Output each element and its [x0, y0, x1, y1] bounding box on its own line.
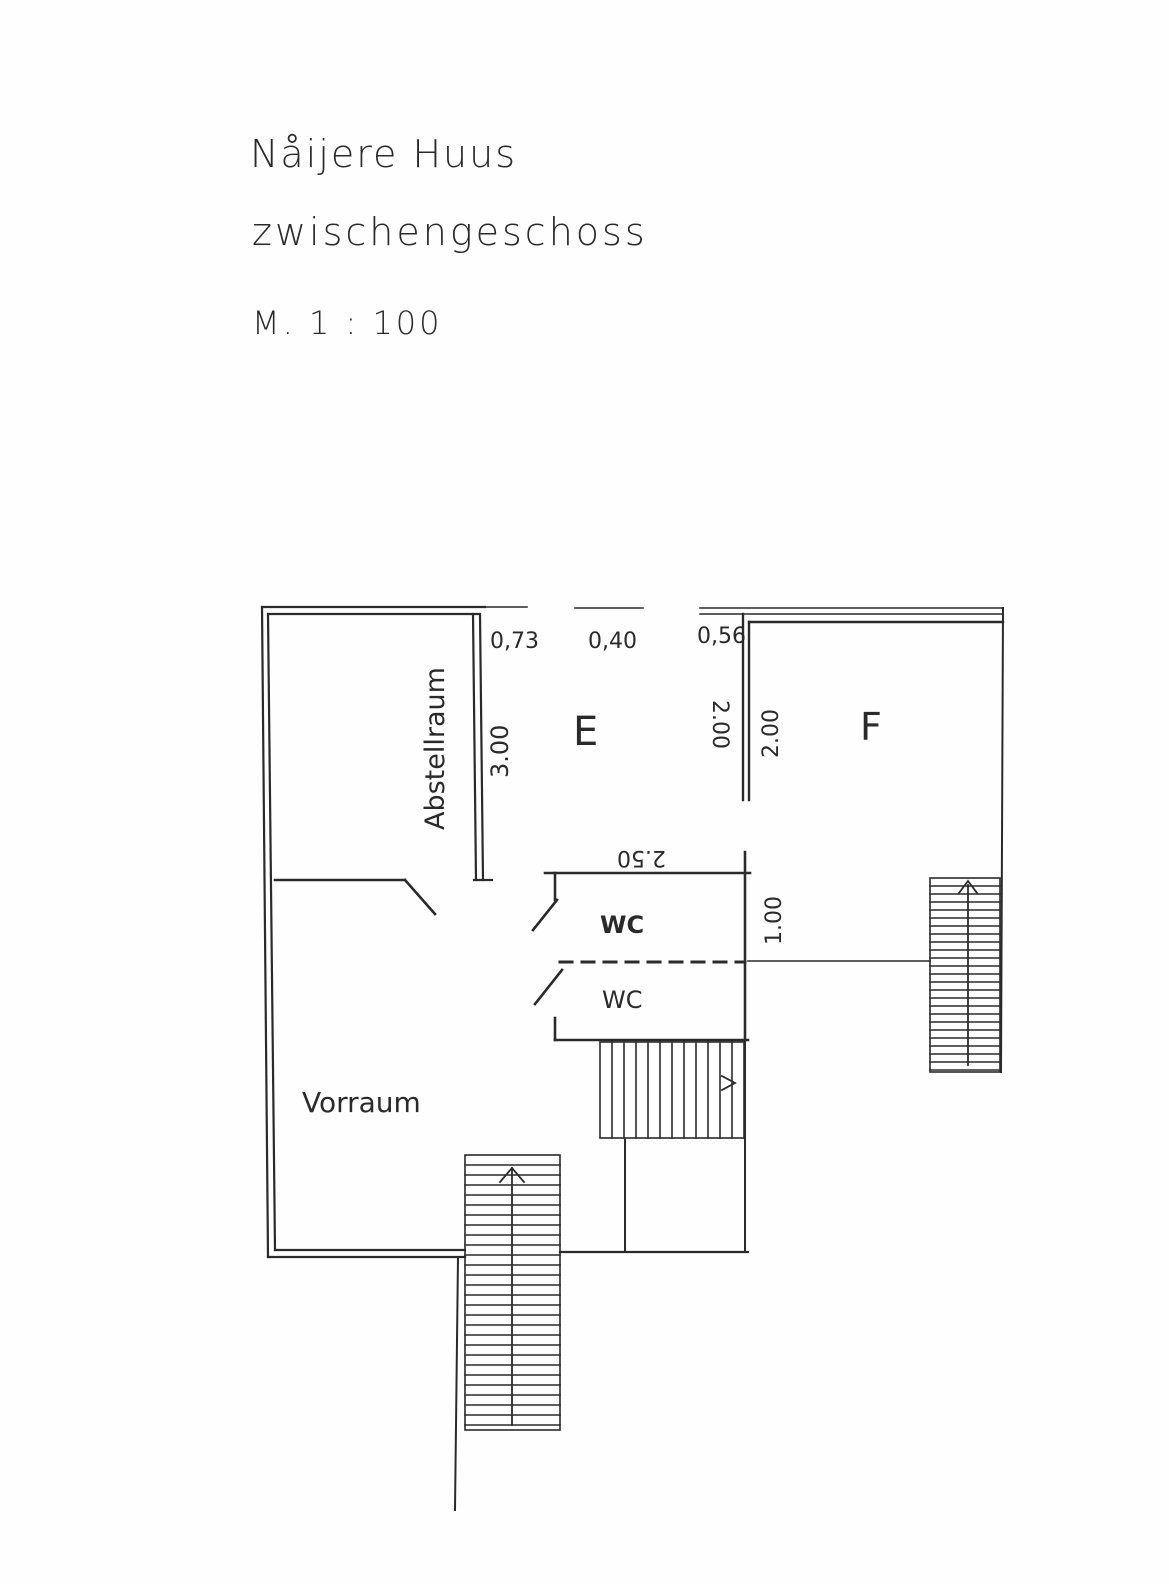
house-title: Nåijere Huus: [250, 132, 517, 176]
room-label-wc-upper: WC: [600, 911, 644, 939]
right-stair-arrow: [957, 879, 979, 895]
main-stair-outline: [464, 1154, 561, 1431]
dim-label-2-00-right: 2.00: [759, 709, 784, 758]
floor-title: zwischengeschoss: [252, 210, 648, 254]
wc-block: [531, 850, 931, 1042]
dim-label-2-50: 2.50: [617, 845, 666, 870]
room-label-f: F: [860, 705, 882, 749]
room-label-abstellraum: Abstellraum: [420, 667, 451, 830]
outer-walls: [260, 605, 750, 1259]
top-dimension-lines: [484, 606, 1004, 615]
dim-label-0-73: 0,73: [490, 629, 539, 654]
room-label-vorraum: Vorraum: [302, 1086, 421, 1119]
right-wall: [999, 606, 1005, 1074]
scale-label: M. 1 : 100: [252, 304, 443, 342]
main-stair-arrow: [498, 1166, 526, 1184]
dim-label-2-00-left: 2.00: [707, 700, 732, 749]
staircase-middle: [599, 1041, 746, 1139]
abstellraum-door-wall: [273, 878, 437, 916]
room-label-wc-lower: WC: [602, 986, 643, 1014]
dim-label-1-00: 1.00: [762, 896, 787, 945]
dim-label-0-40: 0,40: [588, 629, 637, 654]
partition-e-f: [741, 612, 1005, 802]
staircase-main: [464, 1154, 561, 1431]
dim-label-0-56: 0,56: [697, 624, 746, 649]
right-stair-outline: [929, 877, 1001, 1073]
dim-label-3-00: 3.00: [486, 725, 514, 778]
room-label-e: E: [573, 709, 598, 755]
staircase-right: [929, 877, 1001, 1073]
middle-stair-arrow: [720, 1074, 737, 1092]
